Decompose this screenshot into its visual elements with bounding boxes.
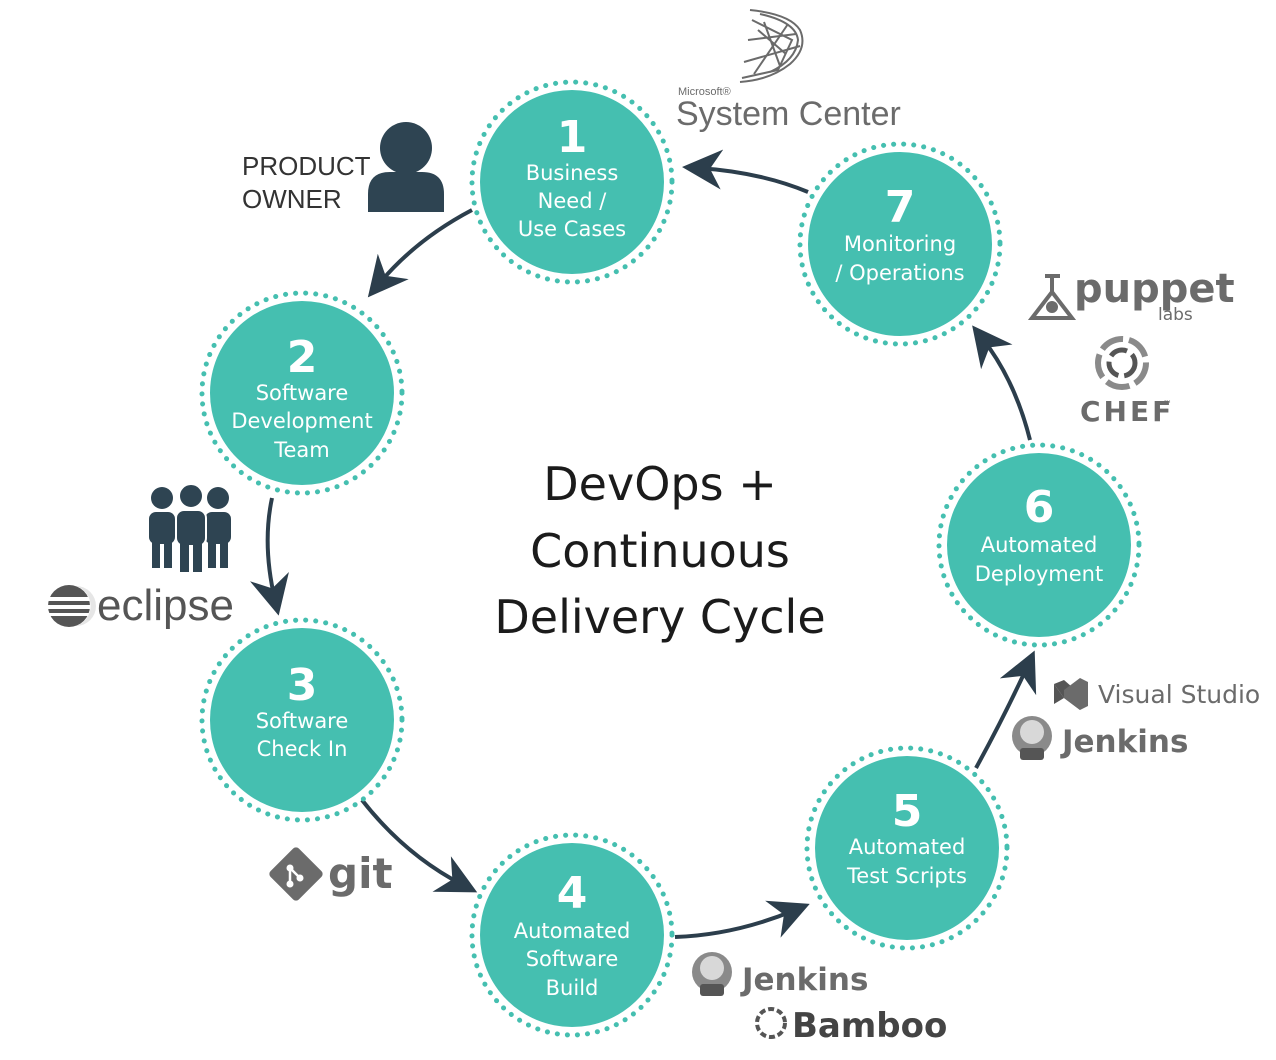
step-4-number: 4 xyxy=(557,868,588,919)
team-icon xyxy=(149,483,231,572)
step-4-line-1: Automated xyxy=(514,919,631,943)
chef-trademark: ™ xyxy=(1163,400,1172,410)
step-1-line-3: Use Cases xyxy=(518,217,626,241)
title-line-3: Delivery Cycle xyxy=(494,590,825,644)
jenkins-text-right: Jenkins xyxy=(1060,724,1188,760)
step-3-line-1: Software xyxy=(256,709,349,733)
visual-studio-text: Visual Studio xyxy=(1098,680,1260,709)
step-1-dotted-ring xyxy=(469,79,675,285)
step-2-line-3: Team xyxy=(273,438,330,462)
step-5-number: 5 xyxy=(892,786,923,837)
puppet-text: puppet xyxy=(1074,266,1235,312)
system-center-microsoft-text: Microsoft® xyxy=(678,86,731,98)
system-center-icon xyxy=(739,9,804,83)
step-7-dotted-ring xyxy=(797,141,1003,347)
step-6-number: 6 xyxy=(1024,482,1055,533)
system-center-logo: Microsoft® System Center xyxy=(676,9,901,133)
step-6-circle xyxy=(947,453,1131,637)
step-4-line-3: Build xyxy=(546,976,599,1000)
bamboo-text: Bamboo xyxy=(792,1006,947,1046)
git-text: git xyxy=(328,849,393,898)
step-2: 2 Software Development Team xyxy=(199,290,405,496)
step-3-dotted-ring xyxy=(199,617,405,823)
step-7-line-2: / Operations xyxy=(835,261,964,285)
arrow-5-to-6 xyxy=(974,650,1037,769)
arrow-2-to-3 xyxy=(250,497,289,616)
arrow-1-to-2 xyxy=(367,208,473,298)
jenkins-logo-right: Jenkins xyxy=(1012,716,1188,760)
jenkins-icon xyxy=(1012,716,1052,760)
step-6-dotted-ring xyxy=(936,442,1142,648)
chef-text: CHEF xyxy=(1080,395,1174,428)
product-owner-line-2: OWNER xyxy=(242,184,342,214)
product-owner-line-1: PRODUCT xyxy=(242,151,371,181)
visual-studio-icon xyxy=(1054,678,1088,710)
cycle-arrows xyxy=(250,149,1037,939)
eclipse-icon xyxy=(46,585,96,627)
puppet-labs-text: labs xyxy=(1158,305,1193,325)
step-1-line-2: Need / xyxy=(538,189,608,213)
eclipse-logo: eclipse xyxy=(46,581,234,630)
step-2-line-1: Software xyxy=(256,381,349,405)
step-4-circle xyxy=(480,843,664,1027)
step-6-line-1: Automated xyxy=(981,533,1098,557)
step-4-dotted-ring xyxy=(469,832,675,1038)
git-icon xyxy=(269,847,323,901)
chef-icon xyxy=(1095,336,1149,390)
step-2-circle xyxy=(210,301,394,485)
step-3: 3 Software Check In xyxy=(199,617,405,823)
title-line-2: Continuous xyxy=(530,524,790,578)
step-4-line-2: Software xyxy=(526,947,619,971)
arrow-4-to-5 xyxy=(674,900,810,939)
step-6-line-2: Deployment xyxy=(975,562,1103,586)
step-7-circle xyxy=(808,152,992,336)
jenkins-text-bottom: Jenkins xyxy=(740,962,868,998)
title-line-1: DevOps + xyxy=(543,457,776,511)
git-logo: git xyxy=(269,847,393,901)
step-2-number: 2 xyxy=(287,332,318,383)
step-1: 1 Business Need / Use Cases xyxy=(469,79,675,285)
step-7-line-1: Monitoring xyxy=(844,232,956,256)
step-7: 7 Monitoring / Operations xyxy=(797,141,1003,347)
chef-logo: CHEF ™ xyxy=(1080,336,1174,428)
arrow-3-to-4 xyxy=(360,798,478,893)
step-5-line-1: Automated xyxy=(849,835,966,859)
puppet-icon xyxy=(1027,274,1077,320)
eclipse-text: eclipse xyxy=(97,581,234,630)
step-1-number: 1 xyxy=(557,112,588,163)
bamboo-icon xyxy=(755,1007,787,1039)
step-3-number: 3 xyxy=(287,660,318,711)
system-center-text: System Center xyxy=(676,95,901,133)
person-icon xyxy=(368,122,444,212)
step-2-dotted-ring xyxy=(199,290,405,496)
step-6: 6 Automated Deployment xyxy=(936,442,1142,648)
arrow-7-to-1 xyxy=(682,149,809,194)
product-owner: PRODUCT OWNER xyxy=(242,122,444,214)
step-4: 4 Automated Software Build xyxy=(469,832,675,1038)
step-2-line-2: Development xyxy=(231,409,372,433)
step-5: 5 Automated Test Scripts xyxy=(804,745,1010,951)
jenkins-icon xyxy=(692,952,732,996)
step-5-dotted-ring xyxy=(804,745,1010,951)
step-5-circle xyxy=(815,756,999,940)
visual-studio-logo: Visual Studio xyxy=(1054,678,1260,710)
step-1-line-1: Business xyxy=(526,161,619,185)
step-3-circle xyxy=(210,628,394,812)
jenkins-logo-bottom: Jenkins xyxy=(692,952,868,998)
step-5-line-2: Test Scripts xyxy=(846,864,967,888)
center-title: DevOps + Continuous Delivery Cycle xyxy=(494,457,825,644)
puppet-logo: puppet labs xyxy=(1027,266,1235,325)
arrow-6-to-7 xyxy=(972,325,1032,441)
bamboo-logo: Bamboo xyxy=(755,1006,947,1046)
step-1-circle xyxy=(480,90,664,274)
step-7-number: 7 xyxy=(885,182,916,233)
step-3-line-2: Check In xyxy=(257,737,348,761)
